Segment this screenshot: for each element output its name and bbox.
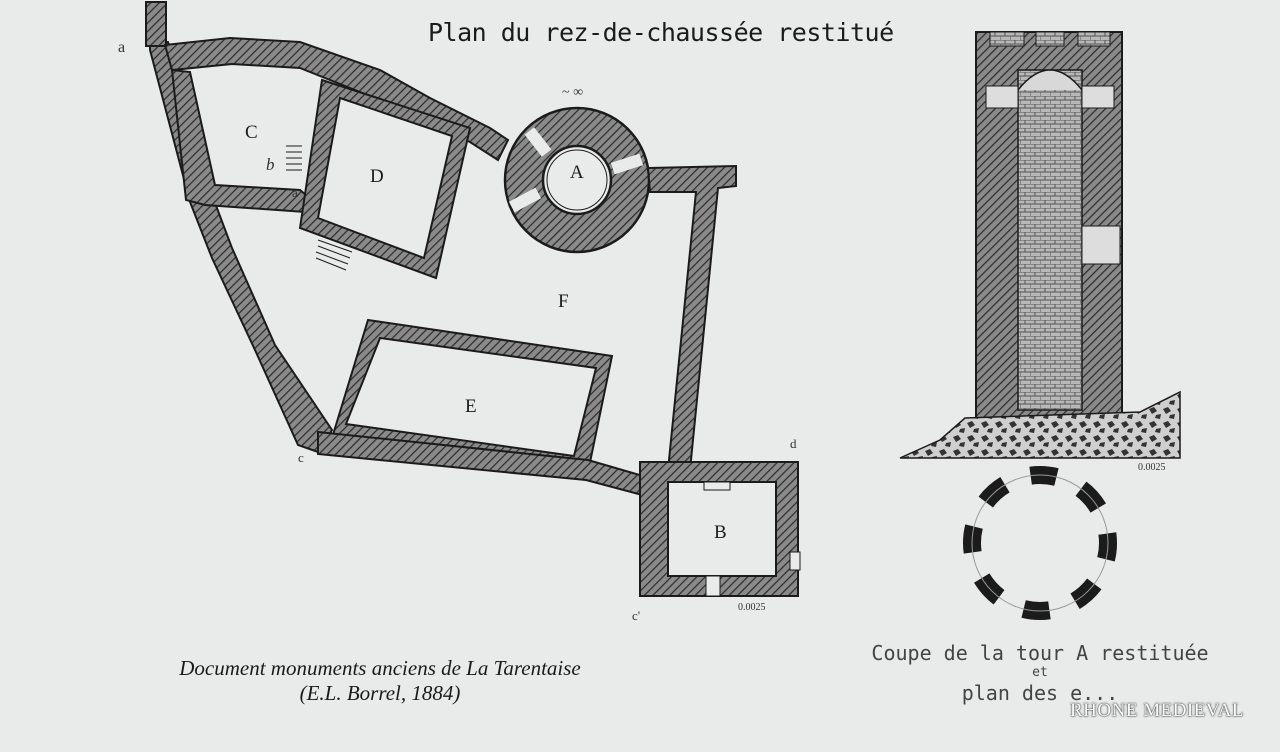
section-caption-line-3: plan des e... xyxy=(961,681,1119,705)
stair-d xyxy=(315,239,353,271)
annotation-c-prime: c' xyxy=(632,608,640,623)
tower-section-core xyxy=(1017,69,1083,411)
nw-stub xyxy=(145,1,167,47)
caption-line-1: Document monuments anciens de La Tarenta… xyxy=(179,656,581,680)
annotation-b: b xyxy=(266,155,275,174)
section-caption-line-2: et xyxy=(1032,665,1048,680)
plan-scale-mark: 0.0025 xyxy=(738,602,766,613)
room-label-a: A xyxy=(570,162,584,183)
annotation-tower-marks: ~ ∞ xyxy=(562,85,583,100)
room-d-walls xyxy=(298,78,472,280)
room-label-b: B xyxy=(714,522,727,543)
annotation-d: d xyxy=(790,436,797,451)
tower-a-inner-ring xyxy=(546,149,608,211)
room-label-e: E xyxy=(465,396,477,417)
section-caption-line-1: Coupe de la tour A restituée xyxy=(871,641,1209,665)
tower-section-window xyxy=(985,85,1019,109)
tower-section-battlement xyxy=(1077,31,1111,47)
tower-plan-ring xyxy=(963,466,1117,620)
tower-section-window xyxy=(1081,85,1115,109)
east-wall xyxy=(646,164,737,471)
document-caption: Document monuments anciens de La Tarenta… xyxy=(100,656,660,706)
north-wall xyxy=(163,36,510,162)
room-b-walls xyxy=(639,461,799,597)
tower-a-interior xyxy=(541,144,613,216)
room-label-f: F xyxy=(558,291,569,312)
caption-line-2: (E.L. Borrel, 1884) xyxy=(299,681,461,705)
south-wall xyxy=(317,430,652,498)
room-b-niche xyxy=(703,481,731,491)
room-c-walls xyxy=(170,68,314,214)
annotation-a-small: a xyxy=(292,185,298,200)
tower-section-battlement xyxy=(989,31,1025,47)
section-caption: Coupe de la tour A restituée et plan des… xyxy=(860,640,1220,706)
tower-a-slit xyxy=(508,187,542,213)
plan-title: Plan du rez-de-chaussée restitué xyxy=(428,18,894,47)
floor-plan: C D A F E B a b a c c' d 0.0025 ~ ∞ xyxy=(118,1,801,623)
tower-scale-mark: 0.0025 xyxy=(1138,462,1166,473)
annotation-a-top: a xyxy=(118,39,125,56)
room-b-door xyxy=(789,551,801,571)
room-label-d: D xyxy=(370,166,384,187)
tower-a-slit xyxy=(524,127,552,157)
tower-section-ground xyxy=(899,390,1181,459)
tower-section-vault xyxy=(1017,69,1083,91)
room-b-drain xyxy=(705,575,721,597)
tower-a-slit xyxy=(610,153,644,175)
stair-b xyxy=(286,145,302,171)
watermark: RHONE MEDIEVAL xyxy=(1070,700,1244,721)
tower-section-battlement xyxy=(1035,31,1065,47)
tower-section-door xyxy=(1081,225,1121,265)
room-label-c: C xyxy=(245,122,258,143)
tower-section: 0.0025 xyxy=(899,31,1181,473)
annotation-c: c xyxy=(298,450,304,465)
